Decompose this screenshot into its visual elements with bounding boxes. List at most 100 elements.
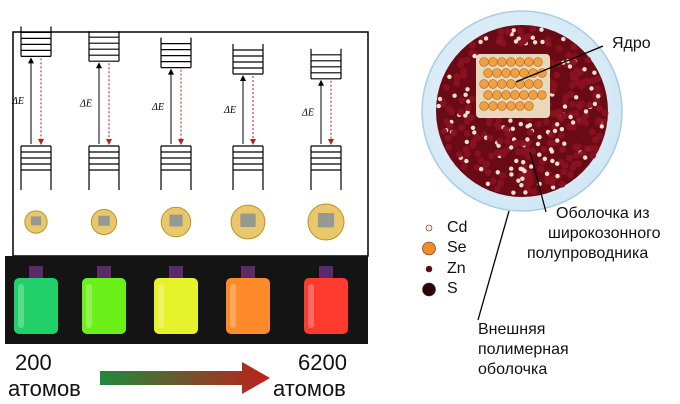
- shell-atom-dark: [569, 100, 576, 108]
- vial-cap: [169, 266, 183, 279]
- size-start-value: 200: [15, 350, 52, 375]
- shell-atom-dark: [524, 32, 532, 40]
- vial: [14, 278, 58, 334]
- delta-e-label: ΔE: [151, 102, 164, 113]
- size-gradient-arrow: [100, 362, 270, 394]
- shell-atom-light: [516, 178, 521, 183]
- shell-atom-dark: [526, 129, 534, 136]
- shell-atom-light: [555, 173, 560, 179]
- shell-atom-light: [552, 128, 558, 134]
- vial: [304, 278, 348, 334]
- legend-dot-s: [422, 282, 436, 297]
- vial: [226, 278, 270, 334]
- shell-atom-dark: [575, 160, 582, 168]
- shell-atom-light: [537, 152, 542, 157]
- nanocrystal-lattice: [30, 216, 42, 226]
- outer-label-line2: полимерная: [478, 341, 569, 358]
- core-atom: [524, 79, 534, 89]
- core-atom: [488, 101, 498, 111]
- core-atom: [533, 79, 543, 89]
- core-pointer-line: [515, 45, 604, 83]
- panel-4: ΔE: [223, 44, 270, 334]
- shell-atom-dark: [463, 118, 471, 126]
- shell-atom-dark: [558, 132, 565, 139]
- shell-atom-dark: [518, 140, 526, 147]
- shell-atom-light: [549, 149, 555, 154]
- absorption-arrowhead: [168, 68, 174, 75]
- shell-atom-light: [544, 171, 550, 176]
- shell-atom-light: [509, 145, 514, 150]
- shell-atom-dark: [567, 171, 574, 179]
- shell-atom-dark: [484, 169, 492, 177]
- shell-atom-dark: [573, 79, 581, 87]
- shell-atom-light: [519, 183, 524, 188]
- shell-atom-light: [582, 67, 587, 72]
- shell-atom-dark: [594, 75, 601, 82]
- outer-label-line3: оболочка: [478, 361, 548, 378]
- shell-atom-light: [511, 28, 516, 33]
- legend-dots: [422, 224, 436, 297]
- core-atom: [497, 57, 507, 67]
- shell-atom-dark: [523, 147, 531, 155]
- shell-atom-dark: [560, 168, 568, 176]
- shell-atom-dark: [496, 137, 504, 145]
- shell-atom-dark: [555, 45, 563, 52]
- shell-atom-dark: [458, 57, 465, 65]
- shell-atom-light: [513, 39, 519, 44]
- shell-atom-dark: [583, 145, 591, 153]
- vial-highlight: [86, 284, 92, 328]
- shell-atom-dark: [445, 105, 453, 113]
- shell-atom-dark: [567, 90, 575, 98]
- delta-e-label: ΔE: [301, 107, 314, 118]
- shell-atom-dark: [458, 124, 466, 132]
- legend-label-cd: Cd: [447, 219, 468, 236]
- shell-atom-light: [529, 164, 534, 169]
- shell-atom-light: [463, 113, 468, 118]
- shell-atom-dark: [572, 152, 580, 160]
- shell-atom-light: [452, 93, 457, 98]
- vial: [82, 278, 126, 334]
- shell-atom-light: [562, 141, 567, 146]
- shell-atom-dark: [578, 100, 586, 107]
- vial-highlight: [230, 284, 236, 328]
- shell-atom-dark: [584, 56, 592, 64]
- vial-cap: [319, 266, 333, 279]
- shell-atom-light: [555, 161, 560, 166]
- core-atom: [497, 101, 507, 111]
- shell-atom-dark: [499, 171, 506, 179]
- core-atom: [501, 68, 511, 78]
- shell-atom-dark: [453, 80, 461, 87]
- shell-atom-dark: [458, 97, 466, 104]
- shell-atom-light: [463, 92, 468, 98]
- shell-atom-light: [592, 70, 597, 75]
- shell-atom-dark: [595, 105, 603, 112]
- panel-3: ΔE: [151, 37, 198, 334]
- shell-atom-light: [470, 125, 476, 130]
- shell-atom-dark: [553, 71, 561, 79]
- shell-atom-light: [535, 141, 541, 147]
- shell-atom-dark: [504, 137, 511, 145]
- shell-atom-dark: [493, 121, 501, 129]
- nanocrystal-lattice: [240, 213, 256, 228]
- shell-atom-light: [537, 134, 542, 140]
- shell-atom-dark: [460, 163, 468, 171]
- shell-atom-dark: [558, 180, 566, 188]
- shell-atom-dark: [584, 78, 592, 86]
- shell-atom-dark: [450, 129, 458, 137]
- legend-label-se: Se: [447, 239, 467, 256]
- shell-atom-dark: [516, 27, 524, 35]
- shell-atom-light: [592, 101, 598, 107]
- core-atom: [528, 90, 538, 100]
- emission-arrowhead: [106, 139, 112, 145]
- outer-pointer-line: [477, 210, 510, 321]
- shell-atom-light: [509, 172, 514, 177]
- shell-atom-dark: [497, 28, 505, 35]
- shell-atom-light: [485, 181, 491, 186]
- shell-atom-dark: [477, 157, 485, 165]
- delta-e-label: ΔE: [223, 105, 236, 116]
- size-start-unit: атомов: [8, 376, 81, 401]
- shell-atom-light: [464, 158, 469, 164]
- shell-atom-dark: [453, 73, 461, 80]
- vial-cap: [241, 266, 255, 279]
